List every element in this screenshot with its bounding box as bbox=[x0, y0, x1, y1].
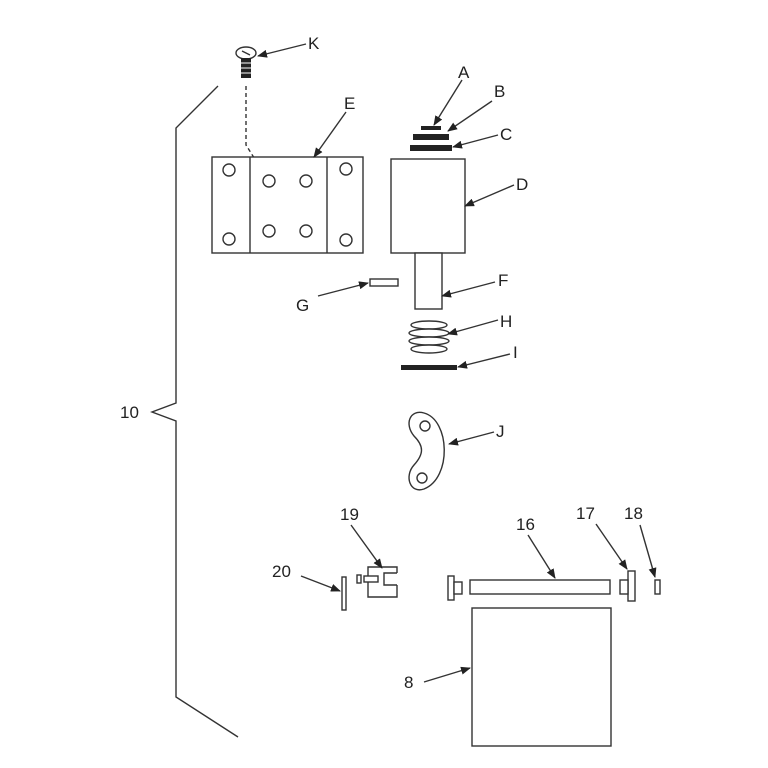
callout-17: 17 bbox=[576, 504, 595, 523]
part-g-pin bbox=[369, 278, 399, 287]
callout-d: D bbox=[516, 175, 528, 194]
part-a-washer bbox=[421, 126, 441, 130]
callout-c: C bbox=[500, 125, 512, 144]
part-d-solenoid-body bbox=[390, 158, 466, 254]
part-18-pin bbox=[654, 579, 661, 595]
part-e-plate bbox=[211, 156, 364, 254]
callout-20: 20 bbox=[272, 562, 291, 581]
part-j-link bbox=[408, 411, 445, 491]
part-b-washer bbox=[413, 134, 449, 140]
part-17-collar bbox=[619, 570, 636, 602]
callout-18: 18 bbox=[624, 504, 643, 523]
part-h-spring bbox=[408, 320, 450, 354]
callout-a: A bbox=[458, 63, 470, 82]
callout-labels: K E A B C D F G H I J 10 19 20 16 17 18 … bbox=[120, 34, 643, 692]
callout-h: H bbox=[500, 312, 512, 331]
callout-16: 16 bbox=[516, 515, 535, 534]
leader-lines bbox=[257, 43, 657, 683]
callout-i: I bbox=[513, 343, 518, 362]
part-20-pin bbox=[341, 576, 347, 611]
part-19-clip bbox=[356, 566, 398, 598]
assembly-bracket bbox=[150, 85, 239, 738]
callout-g: G bbox=[296, 296, 309, 315]
part-16-rod bbox=[447, 575, 611, 601]
callout-b: B bbox=[494, 82, 505, 101]
callout-k: K bbox=[308, 34, 320, 53]
callout-e: E bbox=[344, 94, 355, 113]
part-8-block bbox=[471, 607, 612, 747]
part-f-plunger bbox=[414, 252, 443, 310]
callout-f: F bbox=[498, 271, 508, 290]
callout-10: 10 bbox=[120, 403, 139, 422]
callout-19: 19 bbox=[340, 505, 359, 524]
part-i-washer bbox=[401, 365, 457, 370]
callout-8: 8 bbox=[404, 673, 413, 692]
callout-j: J bbox=[496, 422, 505, 441]
part-c-washer bbox=[410, 145, 452, 151]
